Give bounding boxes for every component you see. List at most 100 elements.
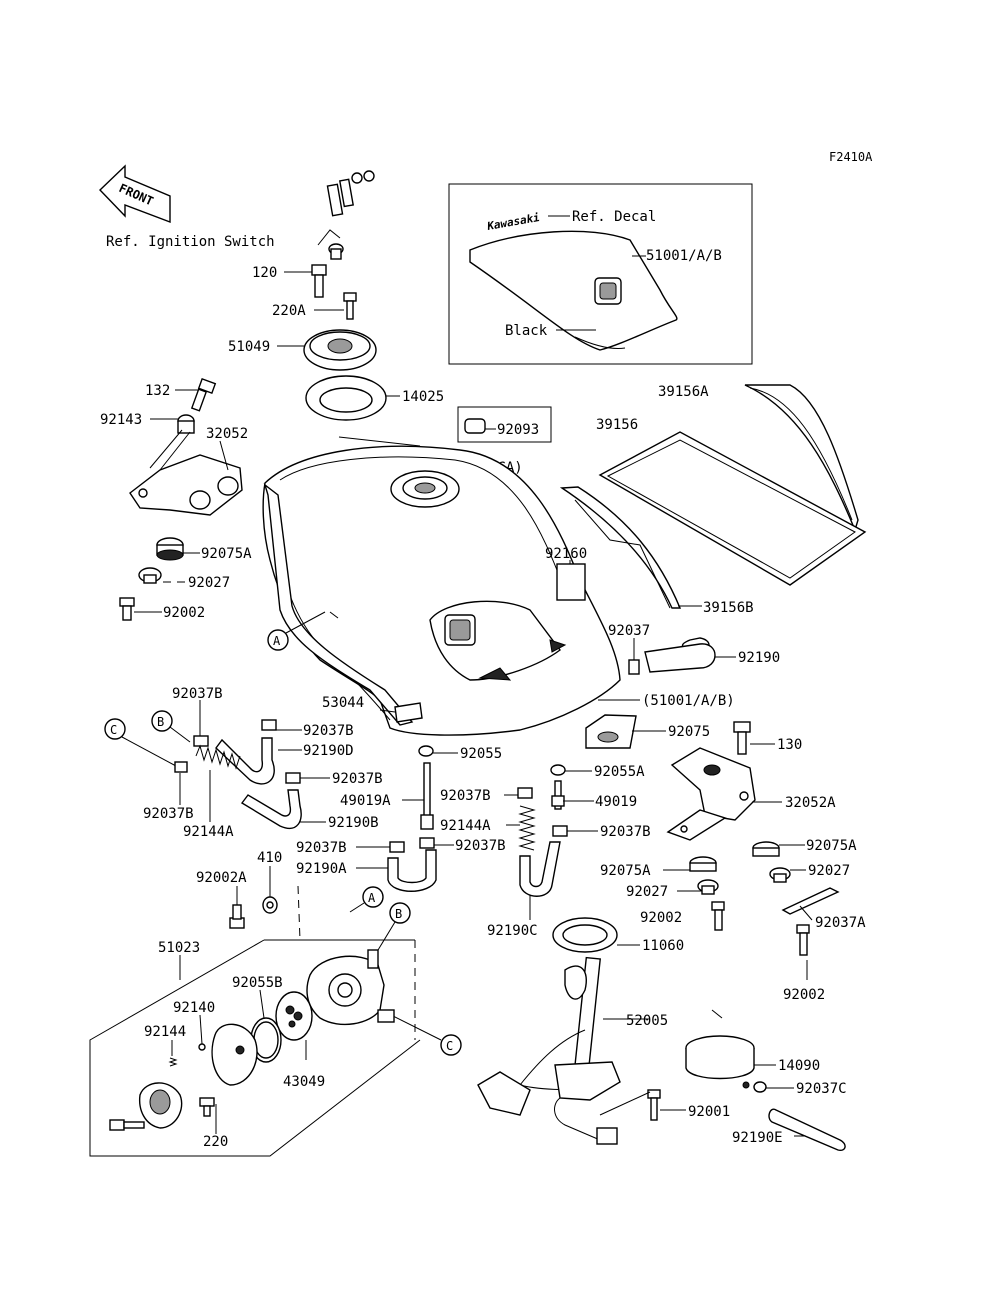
guard-14090-drawing (685, 1009, 755, 1080)
bolt-130-drawing (733, 721, 751, 755)
callout-c-pump (440, 1034, 462, 1056)
bracket-32052A-drawing (666, 747, 756, 841)
bolt-220A-drawing (343, 292, 357, 320)
label-92140: 92140 (173, 1000, 215, 1016)
label-32052A: 32052A (785, 795, 836, 811)
label-49019A: 49019A (340, 793, 391, 809)
label-92075A-r1: 92075A (806, 838, 857, 854)
label-92144: 92144 (144, 1024, 186, 1040)
label-92002A: 92002A (196, 870, 247, 886)
clamp-92037B-mid2-drawing (389, 841, 405, 853)
label-92037: 92037 (608, 623, 650, 639)
clamp-92037C-drawing (742, 1081, 767, 1093)
fuel-tank-drawing (262, 445, 621, 736)
callout-b-pump (389, 902, 411, 924)
label-92027-r1: 92027 (808, 863, 850, 879)
fuel-pump-body-drawing (306, 949, 395, 1026)
label-120: 120 (252, 265, 277, 281)
label-92037C: 92037C (796, 1081, 847, 1097)
diaphragm-43049-drawing (275, 991, 313, 1041)
label-92002-left: 92002 (163, 605, 205, 621)
label-43049: 43049 (283, 1074, 325, 1090)
label-92002-r1: 92002 (640, 910, 682, 926)
bolt-92001-drawing (647, 1089, 661, 1121)
label-410: 410 (257, 850, 282, 866)
figure-code: F2410A (829, 150, 873, 164)
callout-c-left (104, 718, 126, 740)
label-92037B-mid: 92037B (440, 788, 491, 804)
label-92037A: 92037A (815, 915, 866, 931)
label-92037B-mid3: 92037B (455, 838, 506, 854)
label-92143: 92143 (100, 412, 142, 428)
label-92190B: 92190B (328, 815, 379, 831)
bolt-120-drawing (311, 264, 327, 298)
label-52005: 52005 (626, 1013, 668, 1029)
damper-92075-drawing (585, 714, 637, 749)
callout-a-pump-label: A (368, 891, 376, 905)
label-92037B-1: 92037B (172, 686, 223, 702)
ignition-key-drawing (317, 170, 375, 260)
bolt-132-drawing (190, 378, 217, 412)
spring-92144A-left-drawing (195, 744, 241, 770)
label-92027-left: 92027 (188, 575, 230, 591)
plate-92037A-drawing (781, 887, 840, 915)
hose-92190-drawing (644, 637, 716, 673)
hose-92190B-drawing (240, 789, 302, 829)
bolt-92002-r2-drawing (796, 924, 810, 956)
fuel-gauge-52005-drawing (477, 956, 621, 1145)
label-220: 220 (203, 1134, 228, 1150)
label-92001: 92001 (688, 1104, 730, 1120)
label-51001-A-B: 51001/A/B (646, 248, 722, 264)
label-130: 130 (777, 737, 802, 753)
ref-ignition-switch-label: Ref. Ignition Switch (106, 234, 275, 250)
label-92190: 92190 (738, 650, 780, 666)
label-32052: 32052 (206, 426, 248, 442)
callout-b-pump-label: B (395, 907, 402, 921)
bolt-92002-r1-drawing (711, 901, 725, 931)
label-53044: 53044 (322, 695, 364, 711)
label-92144A-mid: 92144A (440, 818, 491, 834)
label-92190A: 92190A (296, 861, 347, 877)
label-92027-r2: 92027 (626, 884, 668, 900)
clamp-92037B-right-drawing (552, 825, 568, 837)
label-92037B-3: 92037B (332, 771, 383, 787)
label-92002-r2: 92002 (783, 987, 825, 1003)
label-14025: 14025 (402, 389, 444, 405)
gasket-11060-drawing (552, 917, 618, 953)
hose-92190E-drawing (768, 1108, 846, 1152)
pipe-49019A-drawing (420, 762, 434, 830)
callout-b-left (151, 710, 173, 732)
bolt-92002-left-drawing (119, 597, 135, 621)
label-92055A: 92055A (594, 764, 645, 780)
screw-220-drawing (199, 1097, 215, 1117)
brand-decal: Kawasaki (485, 211, 540, 233)
ref-decal-label: Ref. Decal (572, 209, 656, 225)
label-92075A-r2: 92075A (600, 863, 651, 879)
label-92055B: 92055B (232, 975, 283, 991)
damper-92075A-left-drawing (156, 537, 184, 561)
label-49019: 49019 (595, 794, 637, 810)
hose-92190C-drawing (519, 841, 561, 897)
label-92144A-left: 92144A (183, 824, 234, 840)
label-132: 132 (145, 383, 170, 399)
fuel-cap-51049-drawing (303, 329, 377, 371)
gasket-14025-drawing (305, 375, 387, 421)
spring-92144A-mid-drawing (518, 805, 536, 851)
part-92140-drawing (198, 1043, 206, 1051)
label-39156: 39156 (596, 417, 638, 433)
oring-92055-drawing (418, 745, 434, 757)
label-92037B-left: 92037B (143, 806, 194, 822)
pad-92160-drawing (556, 563, 586, 601)
label-92037B-2: 92037B (303, 723, 354, 739)
collar-92027-r2-drawing (697, 879, 719, 895)
callout-a-tank-label: A (273, 634, 281, 648)
callout-a-tank (267, 629, 289, 651)
label-92055: 92055 (460, 746, 502, 762)
spring-92144-drawing (168, 1057, 178, 1067)
bolt-92002A-drawing (229, 904, 245, 929)
clamp-92037B-mid-drawing (517, 787, 533, 799)
clamp-92037B-c-drawing (285, 772, 301, 784)
label-14090: 14090 (778, 1058, 820, 1074)
pump-cap-drawing (109, 1082, 183, 1131)
